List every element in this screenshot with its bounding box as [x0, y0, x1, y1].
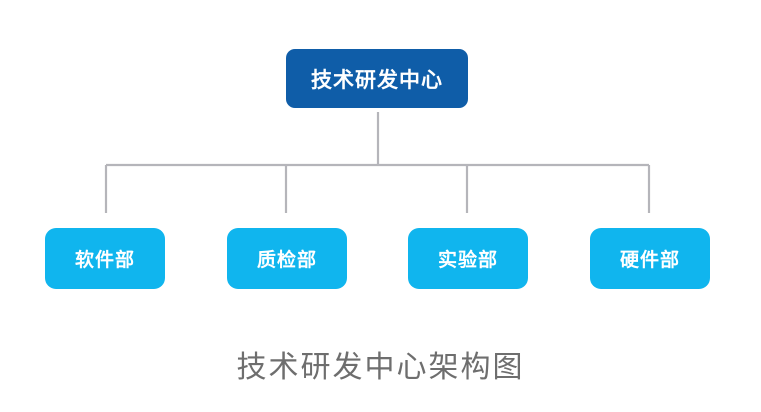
node-child-lab[interactable]: 实验部	[408, 228, 528, 289]
chart-caption: 技术研发中心架构图	[236, 351, 525, 384]
node-child-label: 硬件部	[619, 250, 680, 271]
node-child-label: 软件部	[74, 250, 135, 271]
node-child-quality[interactable]: 质检部	[227, 228, 347, 289]
node-root[interactable]: 技术研发中心	[286, 49, 468, 108]
node-root-label: 技术研发中心	[311, 68, 443, 92]
node-child-label: 实验部	[437, 250, 498, 271]
node-child-hardware[interactable]: 硬件部	[590, 228, 710, 289]
node-child-label: 质检部	[256, 250, 317, 271]
node-child-software[interactable]: 软件部	[45, 228, 165, 289]
